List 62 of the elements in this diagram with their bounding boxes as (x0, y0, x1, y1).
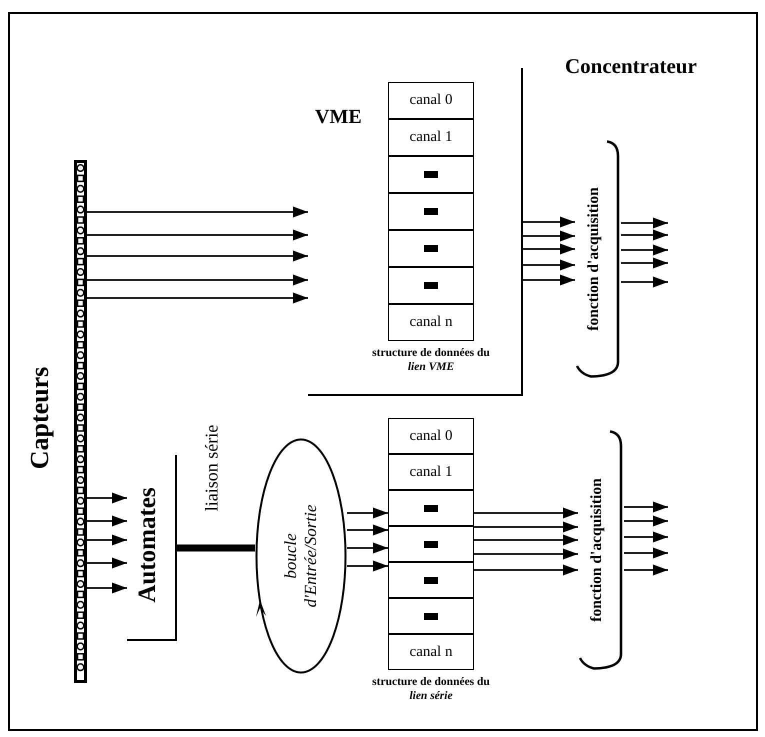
arrow (621, 244, 668, 256)
loop-label: boucle d'Entrée/Sortie (281, 504, 321, 610)
arrow (523, 260, 575, 270)
arrow (474, 548, 578, 560)
channel-cell (388, 526, 474, 562)
link-line (177, 544, 255, 552)
arrow (87, 230, 308, 240)
arrow (87, 274, 308, 286)
bus-bracket (308, 68, 523, 396)
arrow (474, 534, 578, 546)
data-table (388, 82, 474, 341)
device-bracket (127, 455, 177, 641)
arrow (523, 216, 575, 228)
arrow (347, 560, 388, 572)
group-label: Capteurs (25, 366, 55, 472)
arrow (523, 274, 575, 286)
channel-cell (388, 156, 474, 193)
channel-cell (388, 267, 474, 304)
region-label: VME (315, 106, 362, 129)
arrow (87, 292, 308, 304)
arrow (474, 508, 578, 518)
arrow (87, 492, 127, 504)
arrow (347, 524, 388, 536)
arrow (621, 230, 668, 240)
channel-cell (388, 598, 474, 634)
arrow (523, 244, 575, 254)
function-label: fonction d'acquisition (585, 186, 603, 333)
arrow (87, 582, 127, 594)
arrow (347, 542, 388, 554)
table-caption: structure de données du lien série (371, 676, 491, 704)
channel-cell: canal n (388, 634, 474, 670)
channel-cell: canal 1 (388, 454, 474, 490)
arrow (474, 522, 578, 532)
channel-cell (388, 562, 474, 598)
channel-cell: canal 0 (388, 418, 474, 454)
channel-cell (388, 193, 474, 230)
data-table (388, 418, 474, 670)
arrow (347, 508, 388, 518)
arrow (87, 558, 127, 568)
arrow (621, 218, 668, 228)
device-label: Automates (134, 486, 162, 605)
arrow (87, 250, 308, 262)
region-title: Concentrateur (565, 54, 697, 79)
arrow (523, 230, 575, 242)
channel-cell: canal 1 (388, 119, 474, 156)
arrow (624, 502, 668, 512)
arrow (621, 276, 668, 288)
channel-cell: canal n (388, 304, 474, 341)
channel-cell (388, 230, 474, 267)
arrow (87, 206, 308, 218)
channel-cell (388, 490, 474, 526)
arrow (624, 516, 668, 526)
arrow (87, 534, 127, 546)
channel-cell: canal 0 (388, 82, 474, 119)
function-label: fonction d'acquisition (588, 477, 606, 624)
arrow (624, 564, 668, 576)
arrow (621, 258, 668, 268)
arrow (624, 548, 668, 558)
table-caption: structure de données du lien VME (371, 347, 491, 375)
arrow (87, 516, 127, 526)
arrow (624, 532, 668, 542)
arrow (474, 564, 578, 576)
